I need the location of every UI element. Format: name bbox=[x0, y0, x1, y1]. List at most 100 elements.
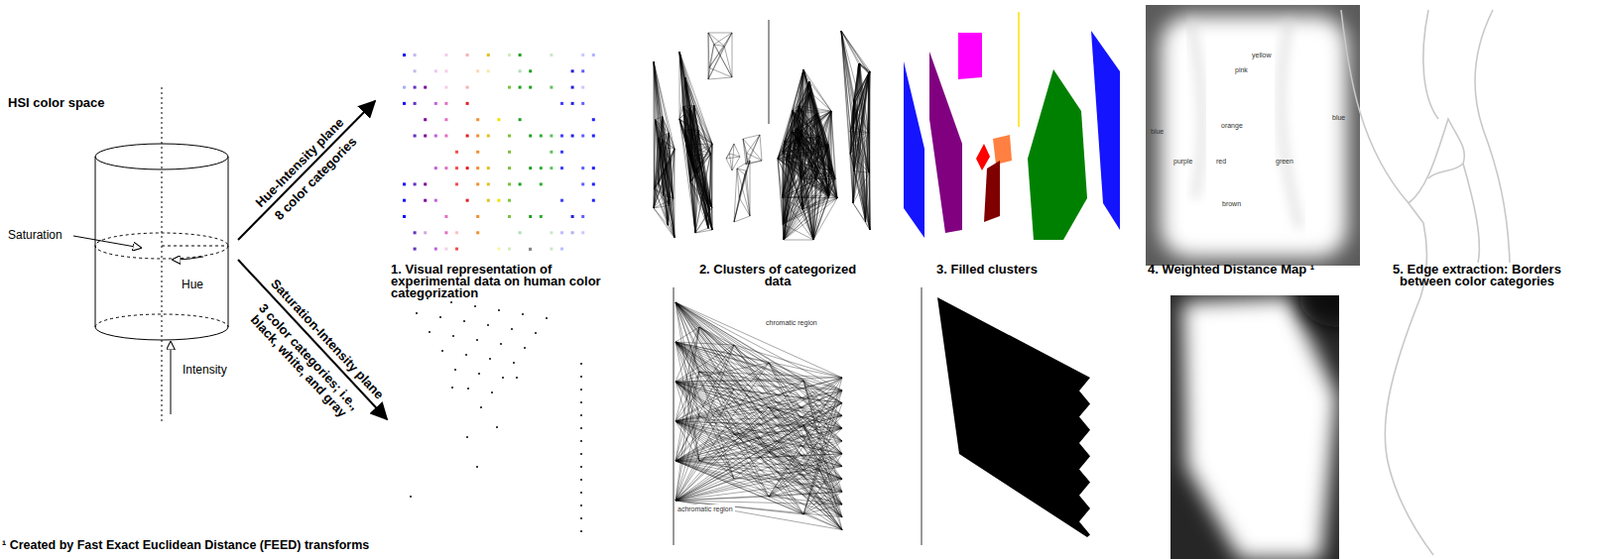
axis-label-box: Saturation bbox=[7, 228, 63, 243]
data-dot bbox=[465, 354, 468, 357]
category-label-box: pink bbox=[1234, 65, 1248, 75]
data-dot bbox=[444, 166, 448, 170]
data-dot bbox=[434, 134, 438, 138]
data-dot bbox=[413, 69, 417, 73]
region-label: chromatic region bbox=[763, 318, 820, 328]
data-dot bbox=[455, 247, 459, 251]
data-dot bbox=[451, 386, 454, 389]
data-dot bbox=[444, 134, 448, 138]
data-dot bbox=[496, 199, 500, 203]
data-dot bbox=[580, 375, 583, 378]
data-dot bbox=[402, 199, 406, 203]
category-label-box: orange bbox=[1221, 121, 1243, 130]
data-dot bbox=[518, 53, 522, 57]
category-label: yellow bbox=[1251, 50, 1271, 60]
data-dot bbox=[466, 166, 470, 170]
data-dot bbox=[539, 134, 543, 138]
data-dot bbox=[423, 134, 427, 138]
data-dot bbox=[487, 166, 491, 170]
data-dot bbox=[487, 199, 491, 203]
data-dot bbox=[507, 53, 511, 57]
data-dot bbox=[413, 53, 417, 57]
data-dot bbox=[515, 376, 518, 379]
data-dot bbox=[476, 150, 480, 154]
data-dot bbox=[489, 358, 492, 361]
category-label: green bbox=[1275, 156, 1294, 166]
data-dot bbox=[444, 118, 448, 122]
category-label-box: red bbox=[1216, 156, 1227, 166]
data-dot bbox=[413, 231, 417, 235]
data-dot bbox=[545, 317, 548, 320]
data-dot bbox=[487, 69, 491, 73]
data-dot bbox=[592, 118, 596, 122]
data-dot bbox=[581, 134, 585, 138]
category-label: red bbox=[1216, 156, 1227, 166]
data-dot bbox=[560, 231, 564, 235]
data-dot bbox=[476, 166, 480, 170]
data-dot bbox=[571, 134, 575, 138]
data-dot bbox=[434, 247, 438, 251]
saturation-plane-arrow bbox=[238, 259, 387, 420]
data-dot bbox=[444, 247, 448, 251]
data-dot bbox=[487, 324, 490, 327]
data-dot bbox=[487, 134, 491, 138]
data-dot bbox=[413, 134, 417, 138]
axis-label-box: Intensity bbox=[182, 363, 228, 377]
data-dot bbox=[571, 102, 575, 106]
data-dot bbox=[507, 134, 511, 138]
data-dot bbox=[423, 118, 427, 122]
data-dot bbox=[444, 102, 448, 106]
data-dot bbox=[423, 182, 427, 186]
data-dot bbox=[510, 328, 513, 331]
data-dot bbox=[592, 53, 596, 57]
data-dot bbox=[512, 362, 515, 365]
data-dot bbox=[466, 53, 470, 57]
data-dot bbox=[507, 86, 511, 90]
data-dot bbox=[549, 231, 553, 235]
panel-caption: 2. Clusters of categorized data bbox=[692, 263, 863, 288]
hsi-cylinder bbox=[73, 87, 229, 425]
data-dot bbox=[581, 53, 585, 57]
data-dot bbox=[539, 166, 543, 170]
data-dot bbox=[581, 231, 585, 235]
data-dot bbox=[413, 102, 417, 106]
cluster-meshes bbox=[653, 30, 870, 531]
data-dot bbox=[402, 53, 406, 57]
data-dot bbox=[580, 363, 583, 366]
data-dot bbox=[549, 247, 553, 251]
data-dot bbox=[452, 335, 455, 338]
data-dot bbox=[581, 182, 585, 186]
data-dot bbox=[450, 301, 453, 304]
data-dot bbox=[423, 86, 427, 90]
data-dot bbox=[581, 102, 585, 106]
distance-map-achromatic bbox=[1170, 295, 1340, 559]
data-dot bbox=[592, 166, 596, 170]
data-dot bbox=[528, 86, 532, 90]
cluster-mesh bbox=[675, 302, 843, 531]
data-dot bbox=[413, 86, 417, 90]
cluster-mesh bbox=[726, 143, 740, 171]
data-dot bbox=[496, 118, 500, 122]
data-dot bbox=[466, 436, 469, 439]
category-label: blue bbox=[1332, 113, 1346, 123]
data-dot bbox=[444, 86, 448, 90]
data-dot bbox=[560, 102, 564, 106]
data-dot bbox=[581, 69, 585, 73]
data-dot bbox=[518, 231, 522, 235]
cluster-mesh bbox=[679, 51, 713, 234]
data-dot bbox=[580, 414, 583, 417]
data-dot bbox=[444, 69, 448, 73]
data-dot bbox=[518, 69, 522, 73]
data-dot bbox=[466, 199, 470, 203]
panel-caption-box: 4. Weighted Distance Map ¹ bbox=[1147, 263, 1315, 276]
data-dot bbox=[528, 215, 532, 219]
panel-caption-box: 2. Clusters of categorized data bbox=[692, 263, 863, 288]
category-label-box: purple bbox=[1173, 156, 1193, 166]
data-dot bbox=[474, 305, 477, 308]
panel-caption: 1. Visual representation of experimental… bbox=[390, 263, 617, 300]
data-dot bbox=[476, 231, 480, 235]
data-dot bbox=[580, 517, 583, 520]
category-label-box: yellow bbox=[1251, 50, 1271, 60]
data-dot bbox=[580, 530, 583, 533]
